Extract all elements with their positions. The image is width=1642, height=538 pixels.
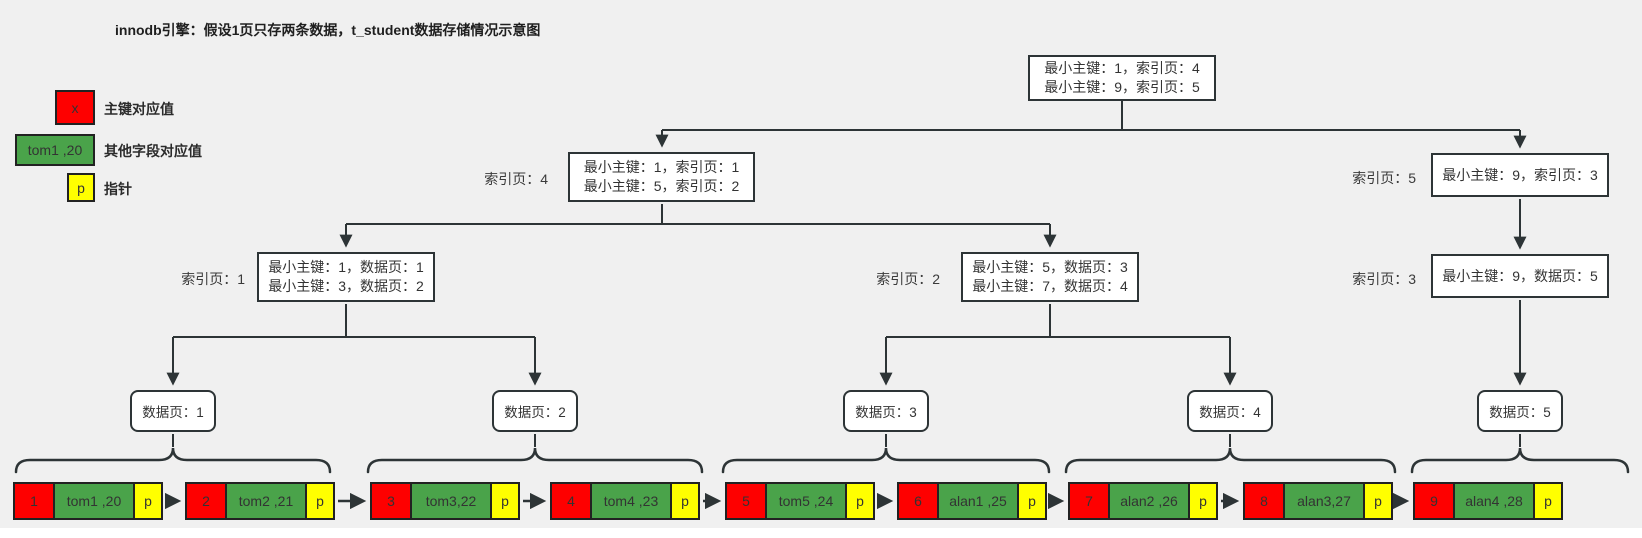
index-page-5-line-1: 最小主键：9，索引页：3: [1442, 166, 1598, 183]
index-page-3-label: 索引页：3: [1352, 271, 1416, 287]
record-6-fields-cell: alan1 ,25: [939, 484, 1017, 518]
data-page-1-node: 数据页：1: [130, 390, 216, 432]
index-page-4-node: 最小主键：1，索引页：1 最小主键：5，索引页：2: [568, 152, 755, 202]
index-page-4-label: 索引页：4: [484, 171, 548, 187]
index-page-4-line-2: 最小主键：5，索引页：2: [583, 178, 740, 194]
horizontal-scrollbar[interactable]: [0, 528, 1642, 538]
legend-pointer-swatch: p: [67, 173, 95, 202]
record-9-fields-cell: alan4 ,28: [1455, 484, 1533, 518]
legend-pointer-label: 指针: [104, 181, 132, 197]
record-row-7: 7 alan2 ,26 p: [1068, 482, 1218, 520]
record-6-primary-key-cell: 6: [899, 484, 937, 518]
record-9-pointer-cell: p: [1535, 484, 1561, 518]
legend-primary-key-label: 主键对应值: [104, 101, 174, 117]
record-2-primary-key-cell: 2: [187, 484, 225, 518]
index-page-1-label: 索引页：1: [181, 271, 245, 287]
record-8-pointer-cell: p: [1365, 484, 1391, 518]
data-page-2-node: 数据页：2: [492, 390, 578, 432]
connector-idx4-stem: [346, 204, 1050, 225]
connector-root-stem: [662, 101, 1520, 131]
record-4-primary-key-cell: 4: [552, 484, 590, 518]
record-5-fields-cell: tom5 ,24: [767, 484, 845, 518]
record-4-pointer-cell: p: [672, 484, 698, 518]
record-1-pointer-cell: p: [135, 484, 161, 518]
record-5-primary-key-cell: 5: [727, 484, 765, 518]
index-page-3-line-1: 最小主键：9，数据页：5: [1442, 267, 1598, 284]
record-row-9: 9 alan4 ,28 p: [1413, 482, 1563, 520]
legend-pointer-swatch-text: p: [77, 179, 85, 196]
connector-dp-brace-stubs: [172, 434, 1521, 447]
record-row-1: 1 tom1 ,20 p: [13, 482, 163, 520]
brace-datapage-3: [721, 447, 1051, 474]
data-page-5-node: 数据页：5: [1477, 390, 1563, 432]
index-page-4-line-1: 最小主键：1，索引页：1: [583, 159, 740, 175]
record-9-primary-key-cell: 9: [1415, 484, 1453, 518]
brace-datapage-2: [366, 447, 704, 474]
record-row-6: 6 alan1 ,25 p: [897, 482, 1047, 520]
brace-datapage-5: [1410, 447, 1630, 474]
legend-primary-key-swatch: x: [55, 90, 95, 125]
index-page-5-label: 索引页：5: [1352, 170, 1416, 186]
record-4-fields-cell: tom4 ,23: [592, 484, 670, 518]
index-page-3-node: 最小主键：9，数据页：5: [1431, 254, 1609, 298]
connector-idx1-stem: [173, 304, 535, 338]
root-index-node: 最小主键：1，索引页：4 最小主键：9，索引页：5: [1028, 55, 1216, 101]
record-7-fields-cell: alan2 ,26: [1110, 484, 1188, 518]
record-row-4: 4 tom4 ,23 p: [550, 482, 700, 520]
legend-other-fields-label: 其他字段对应值: [104, 143, 202, 159]
record-6-pointer-cell: p: [1019, 484, 1045, 518]
index-page-2-label: 索引页：2: [876, 271, 940, 287]
record-row-2: 2 tom2 ,21 p: [185, 482, 335, 520]
index-page-1-node: 最小主键：1，数据页：1 最小主键：3，数据页：2: [257, 252, 435, 302]
record-8-primary-key-cell: 8: [1245, 484, 1283, 518]
connector-idx2-stem: [886, 304, 1230, 338]
page-braces: [14, 447, 1630, 474]
record-8-fields-cell: alan3,27: [1285, 484, 1363, 518]
record-3-pointer-cell: p: [492, 484, 518, 518]
diagram-title: innodb引擎：假设1页只存两条数据，t_student数据存储情况示意图: [115, 22, 541, 38]
legend-other-fields-swatch-text: tom1 ,20: [27, 142, 83, 158]
record-2-pointer-cell: p: [307, 484, 333, 518]
legend-other-fields-swatch: tom1 ,20: [15, 134, 95, 166]
index-page-2-line-2: 最小主键：7，数据页：4: [972, 278, 1128, 294]
record-1-fields-cell: tom1 ,20: [55, 484, 133, 518]
brace-datapage-1: [14, 447, 332, 474]
record-row-3: 3 tom3,22 p: [370, 482, 520, 520]
record-3-primary-key-cell: 3: [372, 484, 410, 518]
index-page-2-node: 最小主键：5，数据页：3 最小主键：7，数据页：4: [961, 252, 1139, 302]
record-3-fields-cell: tom3,22: [412, 484, 490, 518]
index-page-1-line-1: 最小主键：1，数据页：1: [268, 259, 424, 275]
index-page-2-line-1: 最小主键：5，数据页：3: [972, 259, 1128, 275]
record-7-pointer-cell: p: [1190, 484, 1216, 518]
legend-primary-key-swatch-text: x: [71, 99, 79, 116]
record-row-8: 8 alan3,27 p: [1243, 482, 1393, 520]
record-row-5: 5 tom5 ,24 p: [725, 482, 875, 520]
index-page-5-node: 最小主键：9，索引页：3: [1431, 153, 1609, 197]
record-1-primary-key-cell: 1: [15, 484, 53, 518]
data-page-4-node: 数据页：4: [1187, 390, 1273, 432]
record-2-fields-cell: tom2 ,21: [227, 484, 305, 518]
root-line-1: 最小主键：1，索引页：4: [1044, 60, 1200, 76]
index-page-1-line-2: 最小主键：3，数据页：2: [268, 278, 424, 294]
data-page-3-node: 数据页：3: [843, 390, 929, 432]
root-line-2: 最小主键：9，索引页：5: [1044, 79, 1200, 95]
record-7-primary-key-cell: 7: [1070, 484, 1108, 518]
brace-datapage-4: [1064, 447, 1397, 474]
record-5-pointer-cell: p: [847, 484, 873, 518]
